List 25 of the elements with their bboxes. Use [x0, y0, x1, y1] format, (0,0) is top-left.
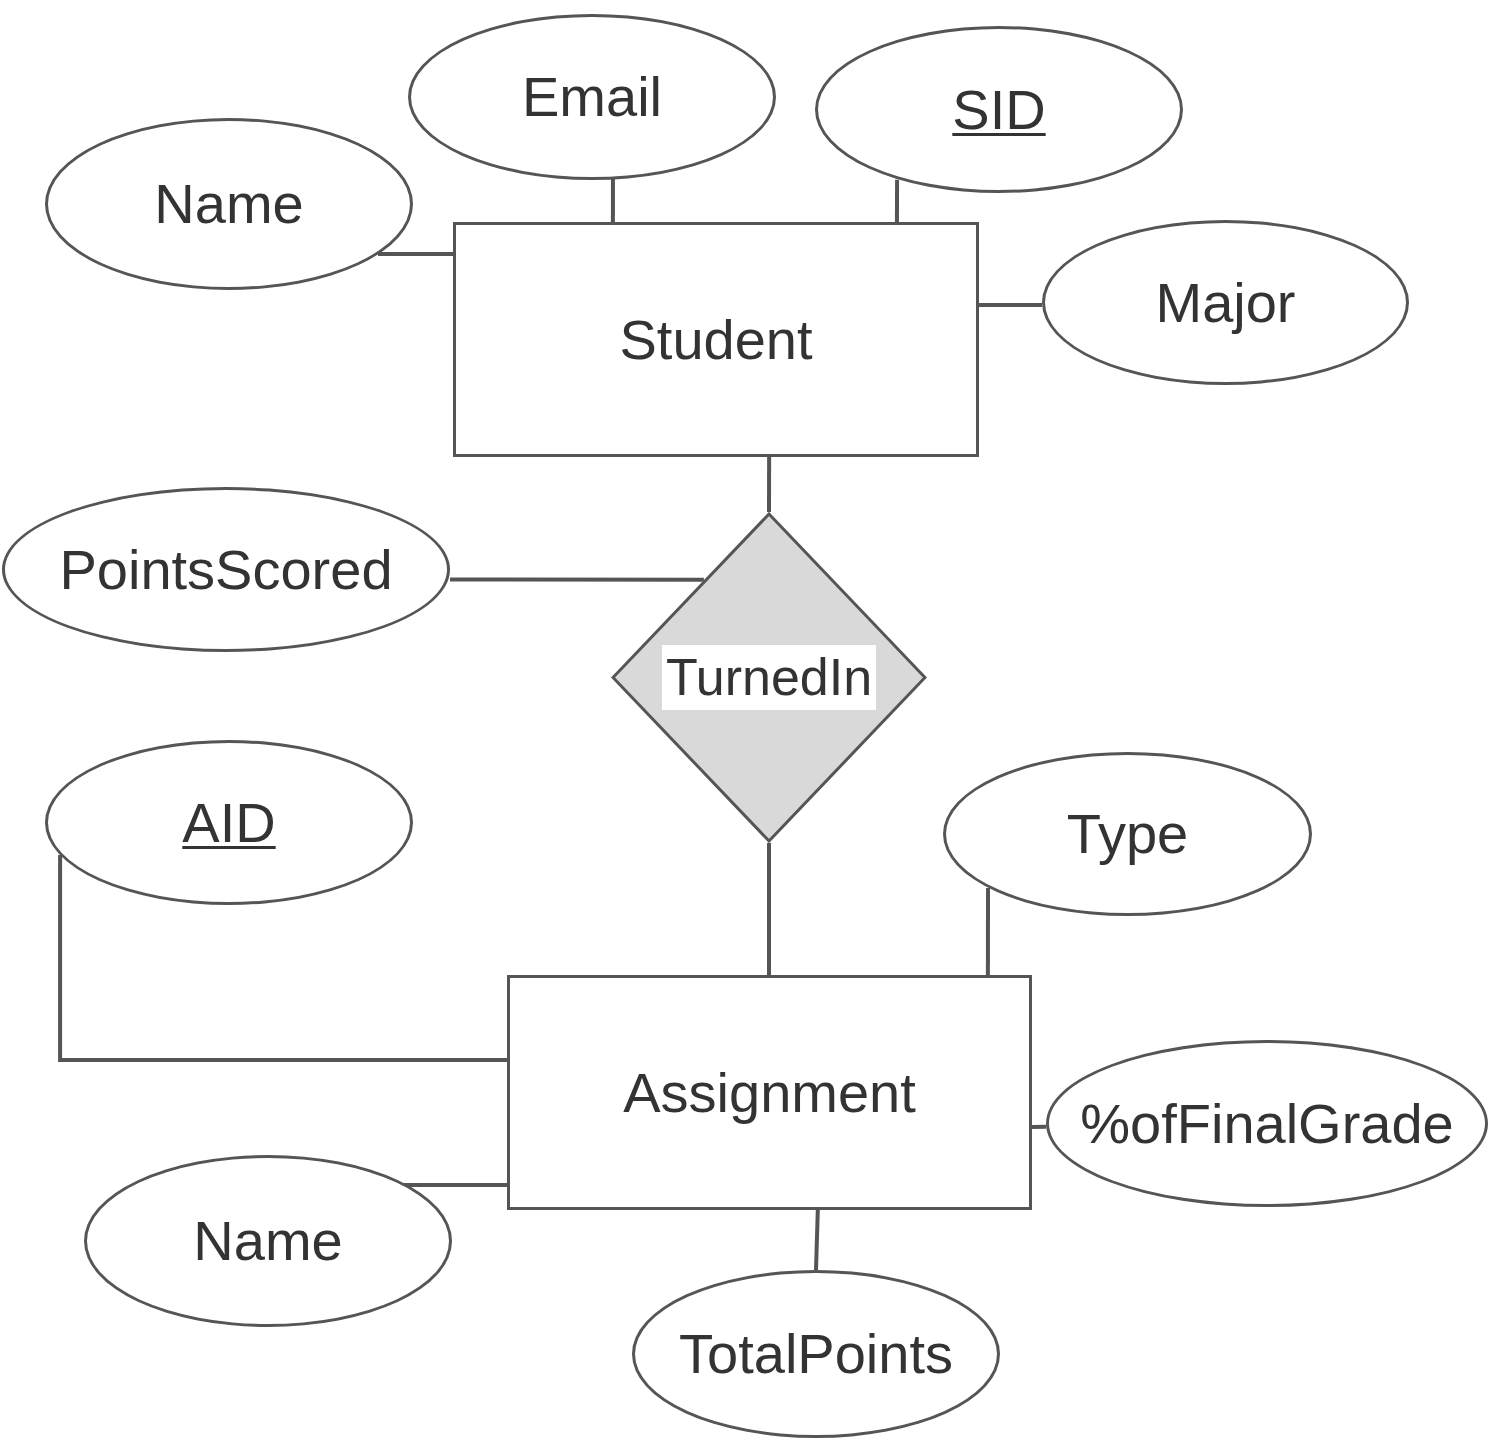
attribute-label: %ofFinalGrade: [1080, 1090, 1454, 1157]
connector-line: [979, 302, 1042, 307]
attribute-label: TotalPoints: [679, 1321, 953, 1387]
attribute-label: Type: [1066, 801, 1189, 867]
connector-line: [767, 843, 771, 975]
attribute-label: Email: [522, 64, 662, 130]
attribute-label: Name: [154, 171, 304, 237]
connector-line: [378, 251, 453, 256]
connector-line: [894, 179, 900, 222]
connector-line: [1031, 1124, 1047, 1130]
connector-line: [610, 178, 615, 222]
attribute-label: Name: [193, 1208, 343, 1274]
connector-line: [450, 577, 704, 582]
entity-box: [453, 222, 979, 457]
entity-box: [507, 975, 1032, 1210]
connector-line: [985, 888, 990, 975]
connector-line: [58, 855, 507, 1063]
attribute-label: Major: [1155, 269, 1296, 336]
attribute-label: PointsScored: [59, 536, 393, 603]
entity-label: Student: [619, 311, 813, 368]
relationship-label: TurnedIn: [661, 645, 877, 710]
attribute-label: SID: [952, 76, 1046, 143]
connector-line: [767, 457, 772, 512]
attribute-label: AID: [182, 789, 276, 856]
connector-line: [814, 1209, 820, 1271]
